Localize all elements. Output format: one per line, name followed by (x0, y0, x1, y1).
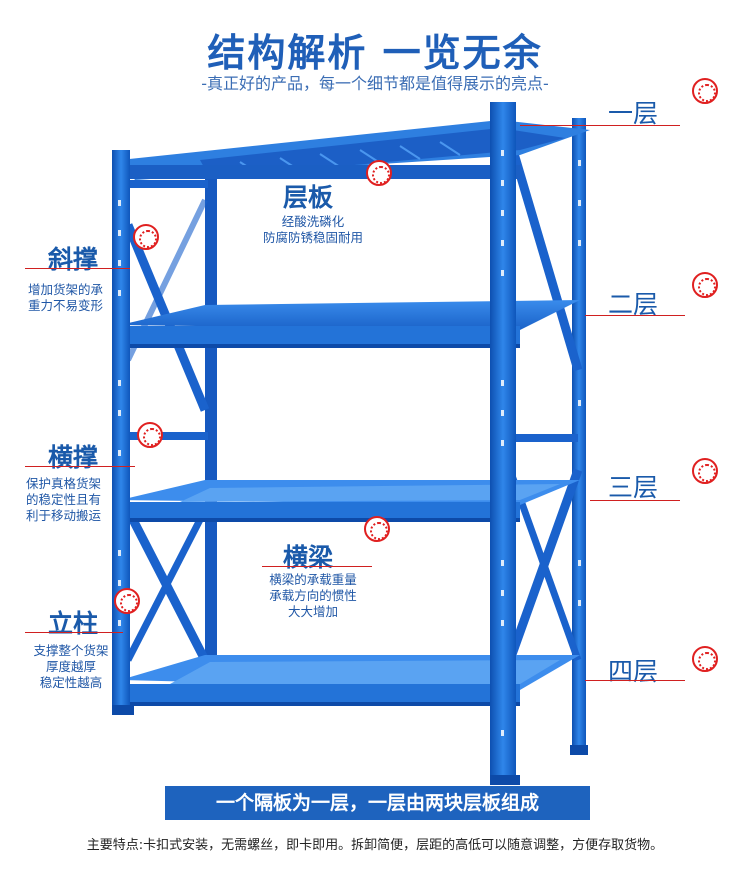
upright-desc-line1: 支撑整个货架 (33, 643, 109, 658)
beam-desc: 横梁的承载重量 承载方向的惯性 大大增加 (248, 572, 378, 620)
tier-1-label: 一层 (608, 99, 659, 128)
cross-brace-desc: 保护真格货架 的稳定性且有 利于移动搬运 (26, 476, 101, 524)
tier-2-callout-line (585, 315, 685, 316)
upright-title: 立柱 (48, 609, 99, 638)
layer-board-desc-line2: 防腐防锈稳固耐用 (262, 230, 363, 245)
beam-detail-icon (364, 516, 390, 542)
tier-1-callout-line (520, 125, 680, 126)
upright-underline (25, 632, 123, 633)
beam-desc-line2: 承载方向的惯性 (269, 588, 357, 603)
upright-desc-line2: 厚度越厚 (45, 659, 96, 674)
beam-desc-line1: 横梁的承载重量 (269, 572, 357, 587)
tier-2-label: 二层 (608, 290, 659, 319)
diagonal-brace-title: 斜撑 (48, 245, 99, 274)
beam-underline (262, 566, 372, 567)
layer-board-desc-line1: 经酸洗磷化 (281, 214, 345, 229)
summary-banner: 一个隔板为一层，一层由两块层板组成 (165, 786, 590, 820)
upright-desc: 支撑整个货架 厚度越厚 稳定性越高 (26, 643, 116, 691)
tier-4-label: 四层 (608, 657, 659, 686)
feature-footer: 主要特点:卡扣式安装，无需螺丝，即卡即用。拆卸简便，层距的高低可以随意调整，方便… (86, 838, 664, 853)
cross-brace-desc-line2: 的稳定性且有 (26, 492, 102, 507)
diagonal-brace-underline (25, 268, 130, 269)
diagonal-brace-desc: 增加货架的承 重力不易变形 (28, 282, 103, 314)
diagonal-brace-detail-icon (133, 224, 159, 250)
upright-desc-line3: 稳定性越高 (39, 675, 103, 690)
layer-board-desc: 经酸洗磷化 防腐防锈稳固耐用 (248, 214, 378, 246)
diagonal-brace-desc-line1: 增加货架的承 (28, 282, 104, 297)
beam-title: 横梁 (283, 543, 334, 572)
cross-brace-title: 横撑 (48, 443, 99, 472)
tier-3-detail-icon (692, 458, 718, 484)
tier-1-detail-icon (692, 78, 718, 104)
diagonal-brace-desc-line2: 重力不易变形 (28, 298, 104, 313)
tier-4-callout-line (585, 680, 685, 681)
layer-board-detail-icon (366, 160, 392, 186)
tier-3-callout-line (590, 500, 680, 501)
upright-detail-icon (114, 588, 140, 614)
cross-brace-desc-line1: 保护真格货架 (26, 476, 102, 491)
tier-4-detail-icon (692, 646, 718, 672)
page-title: 结构解析 一览无余 (207, 31, 543, 75)
beam-desc-line3: 大大增加 (287, 604, 338, 619)
tier-2-detail-icon (692, 272, 718, 298)
layer-board-title: 层板 (283, 183, 334, 212)
cross-brace-detail-icon (137, 422, 163, 448)
page-subtitle: -真正好的产品，每一个细节都是值得展示的亮点- (201, 74, 549, 93)
cross-brace-underline (25, 466, 135, 467)
tier-3-label: 三层 (608, 473, 659, 502)
cross-brace-desc-line3: 利于移动搬运 (26, 508, 102, 523)
